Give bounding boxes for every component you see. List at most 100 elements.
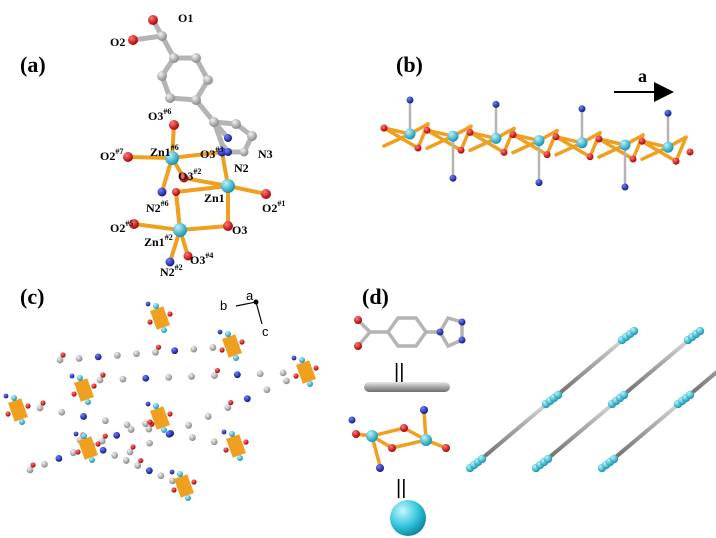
panel-c-packing: b a c [3, 288, 319, 501]
ligand-atom [56, 356, 64, 364]
chain-oxygen-atom [509, 131, 517, 139]
panel-label-a: (a) [20, 52, 46, 77]
zn-cluster [150, 306, 170, 330]
cluster-nitrogen [221, 429, 227, 435]
zn-atom [237, 455, 243, 461]
ligand-atom [99, 446, 107, 454]
zn-atom [299, 357, 305, 363]
ligand-atom [146, 439, 153, 447]
ligand-atom [96, 376, 104, 384]
atom-label-zn1-2: Zn1#2 [144, 233, 173, 249]
equals-sign-1: || [394, 361, 404, 383]
ligand-atom [36, 404, 44, 412]
cluster-oxygen [147, 419, 153, 425]
chain-oxygen-atom [500, 148, 508, 156]
zn-atom [161, 427, 167, 433]
atom-label-o3-4: O3#4 [190, 251, 213, 267]
ligand-atom [209, 344, 217, 351]
ligand-atom [279, 369, 287, 377]
ligand-atom [157, 472, 165, 480]
chain-nitrogen-atom [578, 105, 586, 113]
ligand-atom [210, 438, 218, 446]
chain-oxygen-atom [414, 144, 422, 152]
zn-atom [89, 457, 95, 463]
atom-label-zn1-6: Zn1#6 [150, 143, 179, 159]
packing-units [3, 301, 319, 501]
zn-atom [153, 303, 159, 309]
ligand-atom [58, 408, 66, 416]
atom-label-n3: N3 [258, 147, 273, 161]
net-node [609, 454, 619, 464]
cluster-nitrogen [73, 431, 79, 437]
atom-label-n2-6: N2#6 [146, 199, 169, 215]
net-node [629, 326, 639, 336]
chain-oxygen-atom [638, 137, 646, 145]
cluster-nitrogen [169, 469, 175, 475]
cluster-oxygen [5, 411, 11, 417]
cluster-oxygen [91, 383, 97, 389]
cluster-oxygen [313, 365, 319, 371]
ligand-atom [233, 371, 241, 379]
zn-atom [307, 381, 313, 387]
ligand-oxygen [40, 400, 46, 406]
net-node [553, 390, 563, 400]
atom-label-o3: O3 [232, 223, 247, 237]
ligand-atom [113, 431, 121, 439]
cluster-oxygen [75, 449, 81, 455]
ligand-atom [189, 434, 196, 441]
cluster-oxygen [219, 347, 225, 353]
chain-zinc-atom [490, 132, 502, 144]
a-axis-label: a [638, 66, 647, 86]
atom-label-o3-2: O3#2 [178, 167, 201, 183]
ligand-oxygen [102, 433, 108, 439]
ligand-atom [224, 404, 232, 411]
ligand-atom [113, 351, 121, 359]
atom-label-o3-3: O3#3 [200, 145, 223, 161]
zn-atom [81, 433, 87, 439]
ligand-atom [123, 421, 131, 429]
chain-oxygen-atom [552, 133, 560, 141]
cluster-nitrogen [69, 373, 75, 379]
chain-oxygen-atom [686, 148, 694, 156]
cluster-oxygen [171, 487, 177, 493]
ligand-structure [356, 315, 464, 349]
zn-cluster [222, 334, 242, 358]
ligand-atom [165, 373, 173, 381]
ligand-atom [122, 457, 130, 464]
axis-label-b: b [220, 298, 227, 313]
chain-oxygen-atom [380, 124, 388, 132]
equals-sign-2: || [396, 477, 406, 499]
node-sphere [390, 500, 426, 536]
cluster-oxygen [293, 373, 299, 379]
cluster-oxygen [243, 439, 249, 445]
cluster-oxygen [167, 411, 173, 417]
ligand-atom [256, 370, 264, 378]
ligand-oxygen [228, 399, 234, 406]
ligand-atom [94, 353, 102, 361]
atom-label-n2: N2 [234, 161, 249, 175]
zn-atom [19, 419, 25, 425]
ligand-atom [145, 467, 153, 475]
cluster-oxygen [191, 479, 197, 485]
zn-atom [85, 399, 91, 405]
ligand-atom [283, 377, 290, 385]
ligand-atom [145, 425, 153, 433]
cluster-oxygen [223, 447, 229, 453]
ligand-oxygen [30, 462, 36, 468]
chain-nitrogen-atom [664, 109, 672, 117]
ligand-atom [26, 466, 34, 474]
cluster-nitrogen [3, 393, 9, 399]
ligand-oxygen [100, 372, 106, 378]
ligand-atom [127, 426, 135, 433]
zn-atom [225, 331, 231, 337]
axis-triad: b a c [220, 288, 269, 339]
ligand-atom [80, 413, 87, 420]
chain-oxygen-atom [543, 151, 551, 159]
ligand-atom [263, 386, 271, 394]
zn-cluster [226, 434, 246, 458]
ligand-oxygen [214, 367, 221, 374]
zn-atom [185, 495, 191, 501]
ligand-atom [243, 395, 251, 403]
ligand-oxygen [60, 352, 66, 358]
